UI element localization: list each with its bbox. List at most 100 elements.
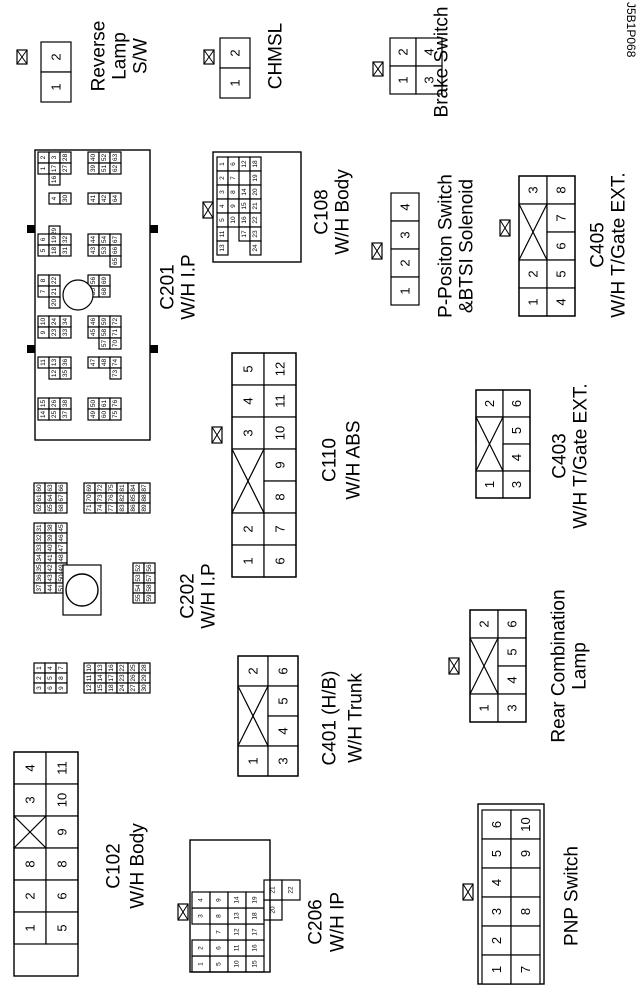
pin-number: 1 [482, 481, 497, 488]
connector-label: C201 [158, 264, 179, 309]
pin-number: 38 [47, 524, 54, 532]
connector-label: Lamp [570, 642, 591, 690]
pin-cell [45, 879, 79, 913]
pin-number: 3 [276, 757, 291, 764]
pin-number: 50 [58, 574, 65, 582]
connector-label: C202 [178, 573, 199, 618]
pin-number: 14 [40, 411, 47, 419]
pin-number: 19 [51, 236, 58, 244]
pin-number: 41 [90, 195, 97, 203]
connector-label: Reverse [89, 21, 110, 92]
pin-number: 27 [130, 684, 137, 692]
pin-number: 65 [112, 258, 119, 266]
pin-number: 1 [526, 298, 541, 305]
pin-number: 21 [252, 202, 259, 210]
pin-number: 18 [252, 160, 259, 168]
pin-cell [48, 296, 61, 309]
pin-number: 16 [241, 216, 248, 224]
pin-number: 5 [276, 697, 291, 704]
pin-number: 11 [40, 359, 47, 366]
pin-number: 3 [51, 155, 58, 159]
pin-number: 32 [36, 534, 43, 542]
pin-number: 3 [526, 186, 541, 193]
pin-number: 3 [36, 686, 43, 690]
pin-number: 11 [273, 394, 288, 408]
connector-label: S/W [131, 38, 152, 74]
pin-number: 31 [36, 524, 43, 532]
pin-number: 16 [51, 176, 58, 184]
pin-cell [45, 847, 79, 881]
pin-number: 10 [40, 318, 47, 326]
pin-number: 7 [216, 930, 223, 934]
pin-number: 15 [40, 400, 47, 408]
pin-number: 29 [51, 228, 58, 236]
pin-cell [109, 255, 122, 268]
pin-number: 4 [489, 879, 504, 886]
pin-number: 37 [62, 411, 69, 419]
pin-number: 53 [101, 247, 108, 255]
pin-number: 4 [198, 898, 205, 902]
pin-number: 1 [241, 557, 256, 564]
connector-label: W/H Body [128, 823, 149, 909]
pin-number: 39 [47, 534, 54, 542]
pin-number: 46 [90, 318, 97, 326]
pin-number: 22 [252, 216, 259, 224]
pin-number: 60 [36, 484, 43, 492]
pin-number: 5 [55, 924, 70, 931]
pin-number: 1 [477, 704, 492, 711]
pin-number: 28 [62, 154, 69, 162]
pin-number: 4 [241, 397, 256, 404]
pin-cell [415, 37, 443, 67]
pin-number: 6 [505, 620, 520, 627]
pin-number: 16 [252, 944, 259, 952]
pin-number: 5 [219, 218, 226, 222]
pin-cell [59, 326, 72, 339]
pin-number: 35 [36, 564, 43, 572]
pin-number: 55 [135, 594, 142, 602]
pin-number: 47 [58, 544, 65, 552]
pin-number: 74 [112, 359, 119, 367]
pin-number: 2 [477, 620, 492, 627]
pin-number: 4 [509, 454, 524, 461]
pin-number: 67 [112, 236, 119, 244]
pin-number: 6 [509, 400, 524, 407]
pin-number: 58 [101, 329, 108, 337]
pin-number: 11 [234, 944, 241, 951]
pin-number: 22 [51, 277, 58, 285]
pin-number: 8 [216, 914, 223, 918]
pin-number: 6 [55, 892, 70, 899]
pin-cell [55, 682, 68, 694]
pin-cell [390, 220, 420, 250]
pin-number: 56 [90, 277, 97, 285]
pin-number: 87 [141, 484, 148, 492]
pin-number: 76 [108, 494, 115, 502]
pin-cell [518, 259, 548, 289]
pin-number: 40 [90, 154, 97, 162]
pin-number: 3 [509, 481, 524, 488]
pin-number: 20 [270, 906, 277, 914]
pin-number: 18 [252, 912, 259, 920]
pin-number: 5 [489, 850, 504, 857]
pin-number: 81 [119, 484, 126, 492]
pin-number: 23 [51, 329, 58, 337]
pin-number: 6 [40, 237, 47, 241]
pin-cell [13, 783, 47, 817]
pin-number: 3 [219, 190, 226, 194]
connector-label: &BTSI Solenoid [457, 179, 478, 313]
pin-cell [98, 285, 111, 298]
connector-label: W/H IP [328, 892, 349, 952]
pin-number: 68 [58, 504, 65, 512]
pin-number: 8 [58, 676, 65, 680]
pin-cell [390, 248, 420, 278]
pin-number: 29 [141, 674, 148, 682]
pin-cell [546, 287, 576, 317]
pin-number: 12 [234, 928, 241, 936]
pin-number: 8 [55, 860, 70, 867]
